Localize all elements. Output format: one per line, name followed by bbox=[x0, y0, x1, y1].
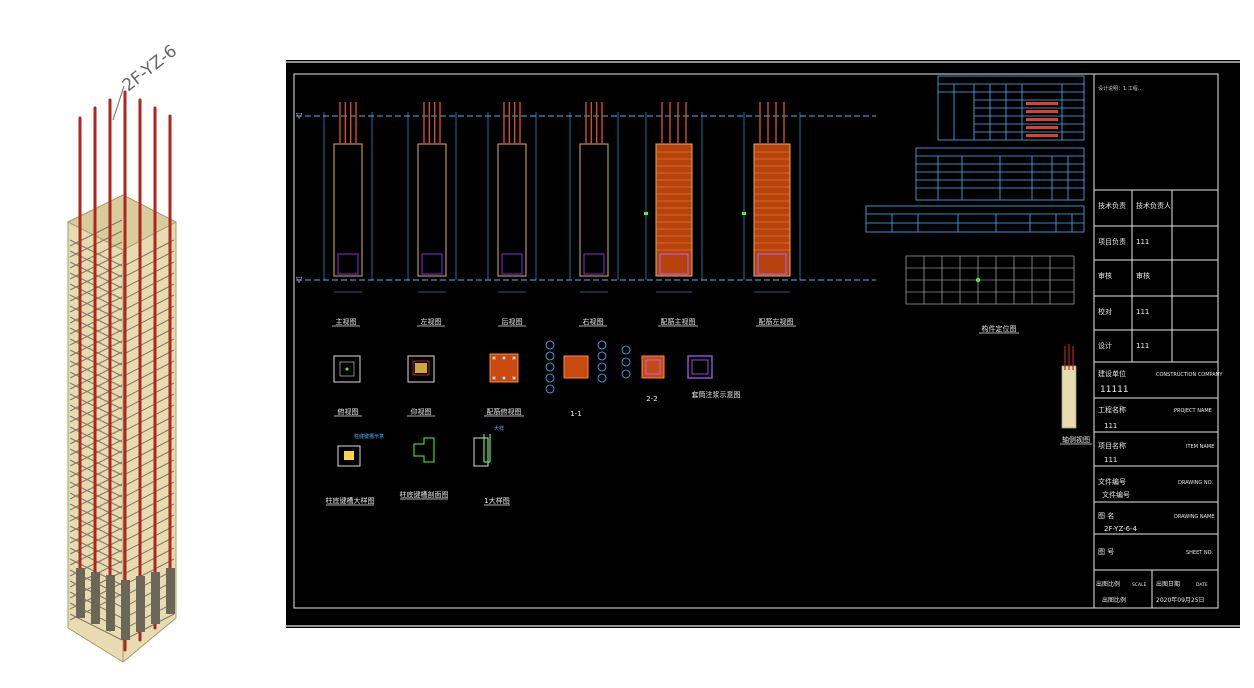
caption-bottom: 仰视图 bbox=[411, 407, 432, 416]
tb-scale-label: 出图比例 bbox=[1096, 580, 1120, 588]
caption-layout: 构件定位图 bbox=[982, 324, 1017, 333]
cad-canvas: ▽ ▽ 主视图 左视图 后视图 右视图 配筋主视图 配筋左视图 俯视图 仰视图 … bbox=[286, 61, 1240, 627]
plan-views bbox=[333, 340, 713, 394]
caption-left: 左视图 bbox=[421, 317, 442, 326]
caption-front: 主视图 bbox=[336, 317, 357, 326]
caption-axon: 轴侧视图 bbox=[1062, 435, 1090, 444]
caption-top: 俯视图 bbox=[338, 407, 359, 416]
tb-drawing-name-value: 2F-YZ-6-4 bbox=[1104, 525, 1138, 533]
axon-mini-column bbox=[1061, 344, 1077, 429]
tb-project-name-label: 工程名称 bbox=[1098, 405, 1126, 414]
tb-unit-label: 建设单位 bbox=[1098, 369, 1126, 378]
tb-file-no-label: 文件编号 bbox=[1098, 477, 1126, 486]
tb-review-value: 审核 bbox=[1136, 271, 1150, 280]
tb-file-no-value: 文件编号 bbox=[1102, 490, 1130, 499]
tb-project-name-en: PROJECT NAME bbox=[1174, 408, 1212, 414]
caption-groove-section: 柱底键槽剖面图 bbox=[400, 490, 449, 499]
title-block bbox=[1093, 74, 1218, 608]
tb-design-label: 设计 bbox=[1098, 341, 1112, 350]
tb-unit-value: 11111 bbox=[1100, 385, 1129, 395]
svg-text:大样: 大样 bbox=[494, 425, 504, 432]
tb-date-en: DATE bbox=[1196, 582, 1208, 588]
layout-grid bbox=[905, 255, 1075, 305]
tb-date-label: 出图日期 bbox=[1156, 580, 1180, 588]
tb-tech-lead-value: 技术负责人 bbox=[1136, 201, 1171, 210]
rebar-tables bbox=[865, 75, 1085, 233]
column-3d-model: 2F-YZ-6 bbox=[0, 0, 270, 684]
caption-section-1: 1-1 bbox=[570, 410, 581, 418]
sleeve-group bbox=[76, 568, 175, 640]
caption-sleeve: 套筒注浆示意图 bbox=[692, 390, 741, 399]
svg-text:设计说明：1.工程…: 设计说明：1.工程… bbox=[1098, 85, 1143, 92]
caption-detail-1: 1大样图 bbox=[484, 496, 509, 505]
cad-drawing-sheet: ▽ ▽ 主视图 左视图 后视图 右视图 配筋主视图 配筋左视图 俯视图 仰视图 … bbox=[286, 60, 1240, 628]
svg-text:▽: ▽ bbox=[296, 275, 303, 284]
tb-sheet-no-label: 图 号 bbox=[1098, 548, 1114, 556]
tb-item-name-en: ITEM NAME bbox=[1186, 444, 1214, 450]
tb-design-value: 111 bbox=[1136, 342, 1149, 350]
caption-right: 右视图 bbox=[583, 317, 604, 326]
tb-check-label: 校对 bbox=[1098, 307, 1112, 316]
model-label: 2F-YZ-6 bbox=[119, 41, 181, 96]
column-3d-drawing: 2F-YZ-6 bbox=[66, 41, 181, 663]
tb-scale-en: SCALE bbox=[1132, 582, 1147, 588]
tb-drawing-name-label: 图 名 bbox=[1098, 511, 1114, 520]
detail-views: 柱底键槽示意 大样 bbox=[337, 425, 504, 467]
longitudinal-bars bbox=[78, 90, 172, 652]
title-block-text: 设计说明：1.工程… 技术负责 技术负责人 项目负责 111 审核 审核 校对 … bbox=[1096, 85, 1223, 604]
tb-date-value: 2020年09月25日 bbox=[1156, 596, 1205, 604]
tb-file-no-en: DRAWING NO. bbox=[1178, 480, 1213, 486]
tb-sheet-no-en: SHEET NO. bbox=[1186, 550, 1213, 556]
svg-text:▽: ▽ bbox=[296, 111, 303, 120]
tb-scale-value: 出图比例 bbox=[1102, 596, 1126, 604]
tb-item-name-label: 项目名称 bbox=[1098, 441, 1126, 450]
tb-unit-en: CONSTRUCTION COMPANY bbox=[1156, 372, 1223, 378]
tb-drawing-name-en: DRAWING NAME bbox=[1174, 514, 1215, 520]
tb-check-value: 111 bbox=[1136, 308, 1149, 316]
caption-back: 后视图 bbox=[502, 317, 523, 326]
tb-review-label: 审核 bbox=[1098, 271, 1112, 280]
tb-project-lead-value: 111 bbox=[1136, 238, 1149, 246]
sheet-border bbox=[293, 73, 1219, 609]
caption-rebar-top: 配筋俯视图 bbox=[487, 407, 522, 416]
tb-project-name-value: 111 bbox=[1104, 422, 1117, 430]
caption-section-2: 2-2 bbox=[646, 395, 657, 403]
caption-rebar-front: 配筋主视图 bbox=[661, 317, 696, 326]
model-label-leader bbox=[112, 85, 125, 121]
caption-groove-detail: 柱底键槽大样图 bbox=[326, 496, 375, 505]
elevation-views bbox=[323, 102, 801, 293]
tb-item-name-value: 111 bbox=[1104, 456, 1117, 464]
caption-rebar-left: 配筋左视图 bbox=[759, 317, 794, 326]
svg-text:柱底键槽示意: 柱底键槽示意 bbox=[354, 433, 384, 440]
tb-project-lead-label: 项目负责 bbox=[1098, 237, 1126, 246]
tb-tech-lead-label: 技术负责 bbox=[1098, 201, 1126, 210]
